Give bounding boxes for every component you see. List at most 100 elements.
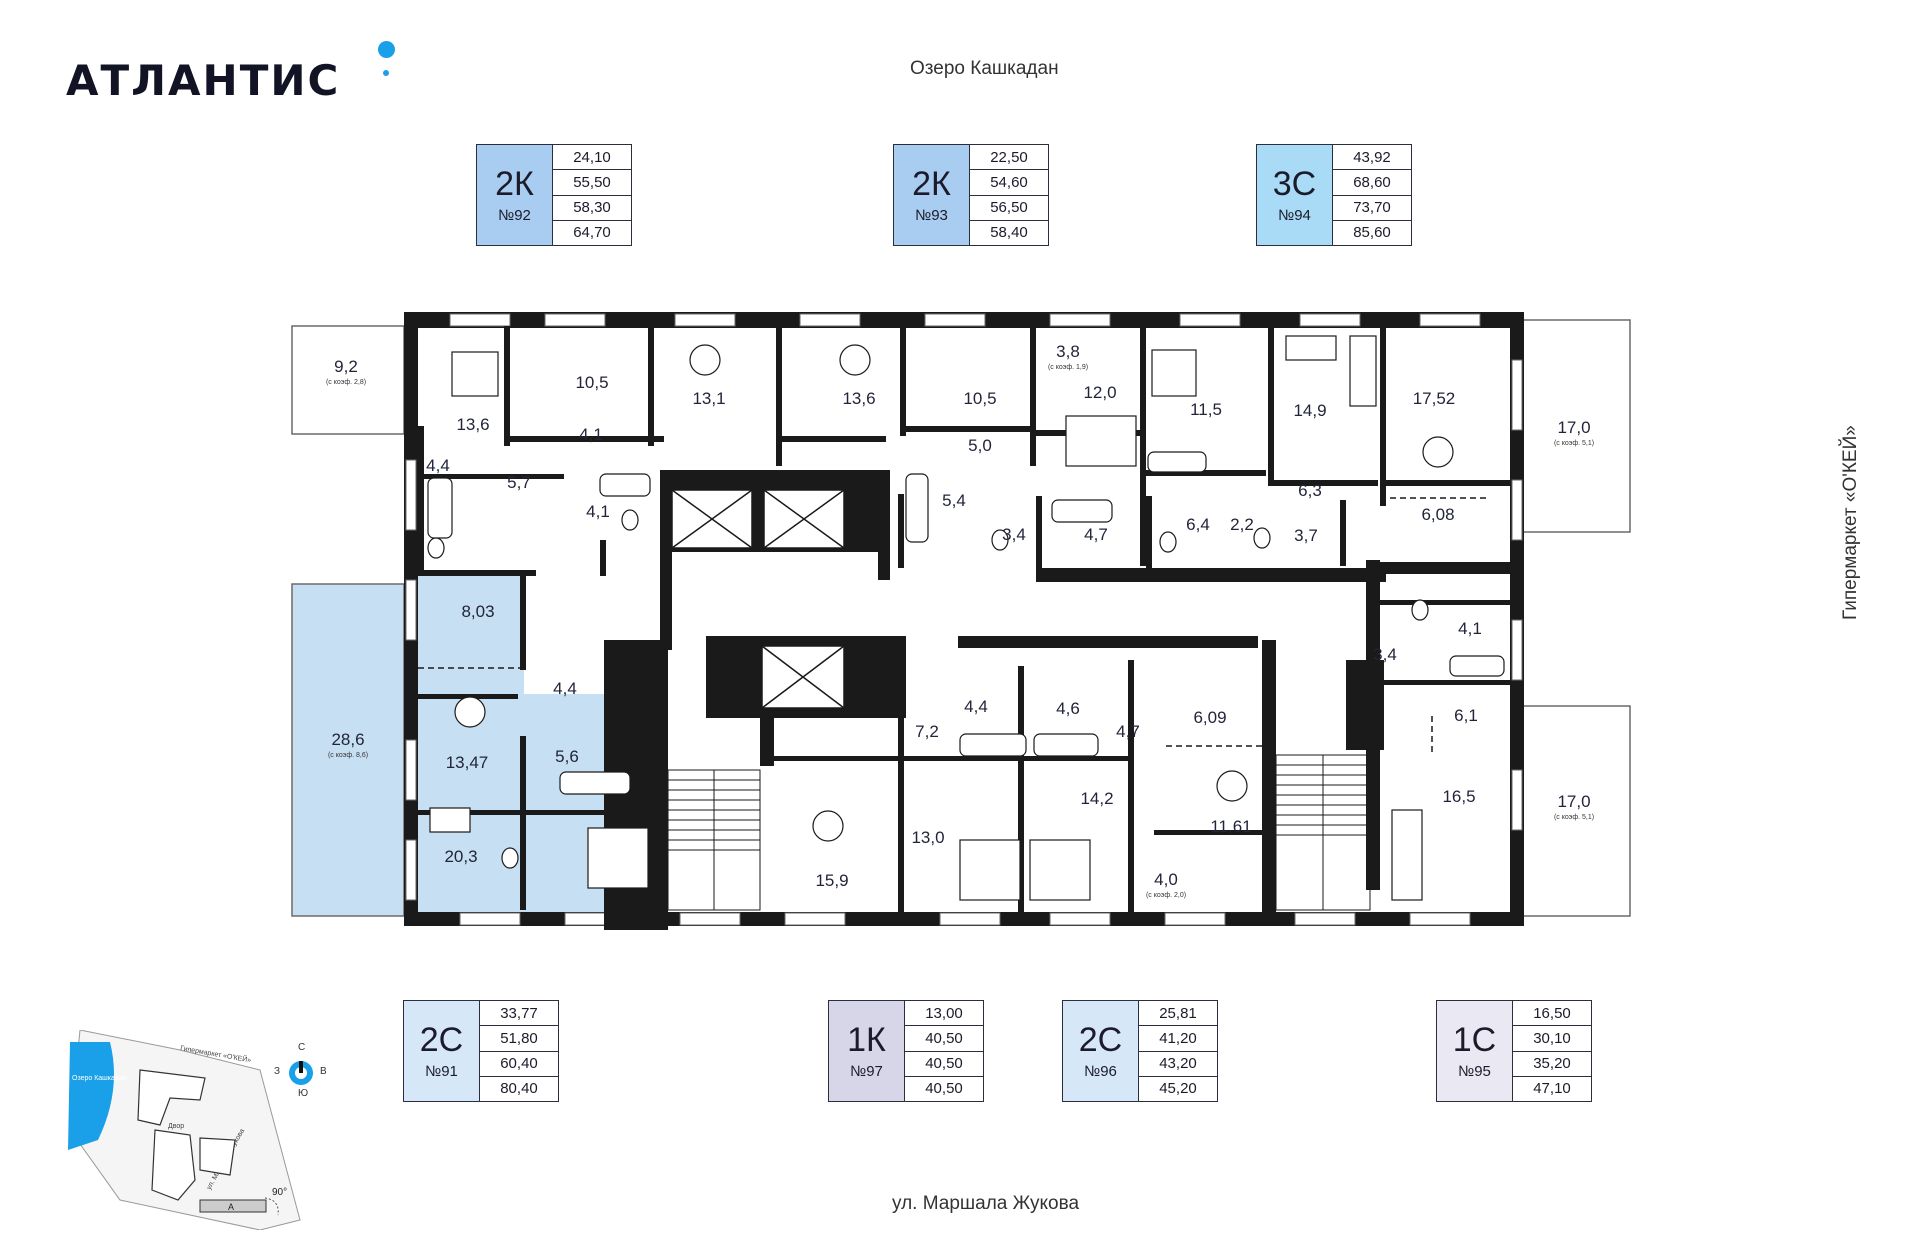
room-area-label: 14,9 — [1293, 401, 1326, 420]
room-area-label: 6,1 — [1454, 706, 1478, 725]
room-area-label: 4,1 — [586, 502, 610, 521]
apartment-area-value: 73,70 — [1333, 196, 1411, 221]
room-area-label: 3,8 — [1056, 342, 1080, 361]
room-area-label: 3,4 — [1373, 645, 1397, 664]
apartment-area-value: 58,30 — [553, 196, 631, 221]
apartment-number: №95 — [1458, 1062, 1491, 1080]
minimap-buildings — [137, 1069, 236, 1201]
minimap-lake-label: Озеро Кашкадан — [72, 1075, 127, 1082]
room-area-label: 11,5 — [1190, 400, 1222, 419]
apartment-area-value: 51,80 — [480, 1026, 558, 1052]
room-area-label: 15,9 — [815, 871, 848, 890]
apartment-area-value: 80,40 — [500, 1080, 538, 1098]
room-area-label: 4,0 — [1154, 870, 1178, 889]
apartment-type: 1К — [847, 1020, 886, 1059]
apartment-area-value: 55,50 — [553, 170, 631, 196]
compass-east: В — [320, 1066, 327, 1077]
apartment-area-value: 40,50 — [905, 1026, 983, 1052]
compass-west: З — [274, 1066, 281, 1077]
apartment-area-value: 22,50 — [970, 145, 1048, 171]
logo-dot-icon — [378, 41, 395, 58]
room-area-label: 5,0 — [968, 436, 992, 455]
room-coef-label: (с коэф. 5,1) — [1554, 814, 1594, 821]
section-a-marker[interactable] — [199, 1199, 267, 1213]
apartment-area-value: 33,77 — [480, 1001, 558, 1027]
stairs-right[interactable] — [1275, 754, 1371, 911]
angle-label: 90° — [272, 1187, 287, 1198]
core-walls — [604, 470, 906, 930]
room-area-label: 6,09 — [1193, 708, 1226, 727]
room-area-label: 8,03 — [461, 602, 494, 621]
apartment-area-value: 56,50 — [970, 196, 1048, 221]
room-area-label: 17,52 — [1413, 389, 1456, 408]
room-area-label: 6,4 — [1186, 515, 1210, 534]
room-area-label: 2,2 — [1230, 515, 1254, 534]
room-area-label: 10,5 — [575, 373, 608, 392]
apartment-area-value: 24,10 — [553, 145, 631, 171]
room-coef-label: (с коэф. 8,6) — [328, 752, 368, 759]
windows — [405, 313, 1523, 926]
stairs-left[interactable] — [667, 769, 761, 911]
room-area-label: 4,1 — [579, 425, 603, 444]
room-area-label: 12,0 — [1083, 383, 1116, 402]
street-label-bottom: ул. Маршала Жукова — [892, 1193, 1080, 1214]
room-area-label: 13,1 — [692, 389, 725, 408]
corridor-walls — [958, 560, 1510, 912]
compass-icon: С Ю З В — [274, 1042, 327, 1099]
apartment-number: №93 — [915, 206, 948, 224]
logo-dot-small-icon — [383, 70, 389, 76]
apartment-area-value: 43,92 — [1333, 145, 1411, 171]
apartment-type: 2С — [419, 1020, 464, 1059]
room-area-label: 6,08 — [1421, 505, 1454, 524]
apartment-area-value: 35,20 — [1513, 1052, 1591, 1077]
room-area-label: 16,5 — [1442, 787, 1475, 806]
room-area-label: 10,5 — [963, 389, 996, 408]
apartment-area-value: 60,40 — [480, 1052, 558, 1077]
room-area-label: 13,0 — [911, 828, 944, 847]
apartment-area-value: 85,60 — [1353, 224, 1391, 242]
room-area-label: 5,7 — [507, 473, 531, 492]
balcony-right-bottom[interactable] — [1517, 705, 1631, 917]
room-area-label: 28,6 — [331, 730, 364, 749]
apartment-area-value: 64,70 — [573, 224, 611, 242]
room-area-label: 14,2 — [1080, 789, 1113, 808]
room-area-label: 20,3 — [444, 847, 477, 866]
room-coef-label: (с коэф. 5,1) — [1554, 440, 1594, 447]
room-area-label: 4,7 — [1084, 525, 1108, 544]
bath-fixtures — [427, 451, 1505, 869]
elevators[interactable] — [671, 489, 845, 709]
room-area-label: 17,0 — [1557, 418, 1590, 437]
apartment-area-value: 30,10 — [1513, 1026, 1591, 1052]
apartment-type: 3С — [1272, 164, 1317, 203]
balcony-28-6[interactable] — [291, 583, 405, 917]
room-area-label: 9,2 — [334, 357, 358, 376]
apartment-area-value: 45,20 — [1159, 1080, 1197, 1098]
apartment-number: №94 — [1278, 206, 1311, 224]
lake-icon — [68, 1042, 114, 1150]
room-area-label: 13,47 — [446, 753, 489, 772]
room-area-label: 4,4 — [553, 679, 577, 698]
apartment-area-value: 68,60 — [1333, 170, 1411, 196]
furniture — [429, 335, 1423, 901]
apartment-number: №97 — [850, 1062, 883, 1080]
apartment-number: №91 — [425, 1062, 458, 1080]
apartment-number: №96 — [1084, 1062, 1117, 1080]
apartment-area-value: 54,60 — [970, 170, 1048, 196]
